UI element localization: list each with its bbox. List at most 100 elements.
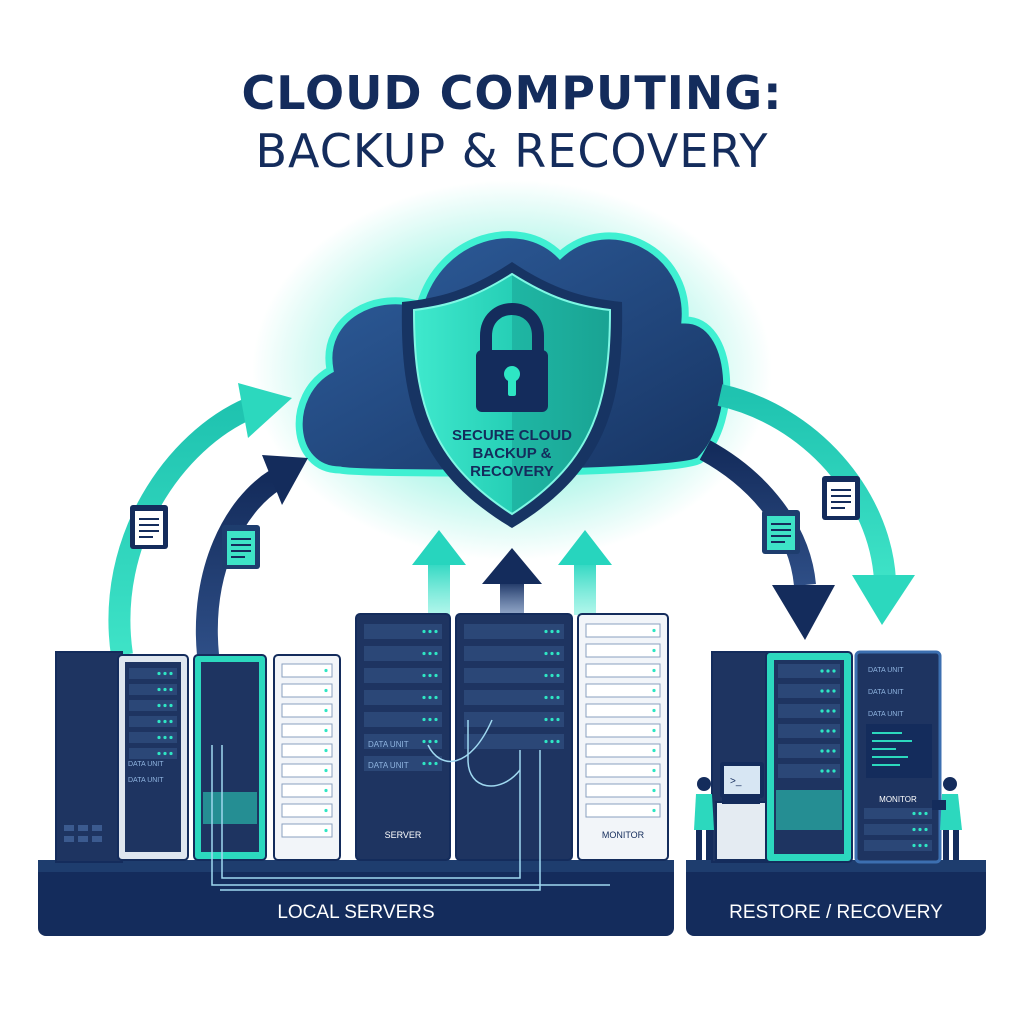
status-led [422,629,426,634]
status-led [652,668,656,673]
rack-unit [864,824,932,835]
shield-label-line-3: RECOVERY [470,463,554,480]
status-led [163,735,167,740]
rack-unit [778,684,840,698]
status-led [918,843,922,848]
status-led [912,811,916,816]
rack-unit [464,734,564,749]
rack-unit [585,683,661,698]
status-led [324,788,328,793]
status-led [544,695,548,700]
rack-unit [464,668,564,683]
status-led [652,628,656,633]
rack-unit [129,700,177,711]
status-led [820,749,824,753]
status-led [157,671,161,676]
status-led [826,729,830,733]
rack-unit [129,684,177,695]
rack-unit [364,690,442,705]
restore-platform [686,860,986,936]
status-led [544,673,548,678]
status-led [550,739,554,744]
rack-unit [364,756,442,771]
local-servers-group: LOCAL SERVERS DATA UNIT DATA UNIT [38,613,674,936]
status-led [324,708,328,713]
person-icon [694,777,714,860]
status-led [422,739,426,744]
status-led [434,673,438,678]
status-led [832,689,836,693]
status-led [820,689,824,693]
rack-unit [464,690,564,705]
status-led [157,751,161,756]
status-led [169,751,173,756]
status-led [544,629,548,634]
rack-label: DATA UNIT [368,740,409,749]
padlock-icon [476,303,548,412]
rack-label: DATA UNIT [868,711,904,718]
status-led [826,709,830,713]
status-led [826,689,830,693]
rack-unit [778,724,840,738]
restore-arc-outer [717,384,896,581]
monitor-label: MONITOR [879,795,917,804]
status-led [550,695,554,700]
server-rack [55,651,123,863]
rack-unit [281,803,333,818]
status-led [550,673,554,678]
server-rack [193,654,267,861]
upload-arrow-left [412,530,466,615]
restore-label: RESTORE / RECOVERY [729,902,943,923]
status-led [169,703,173,708]
status-led [169,671,173,676]
rack-unit [364,734,442,749]
restore-arrowhead-outer [852,575,915,625]
status-led [324,828,328,833]
status-led [428,695,432,700]
status-led [652,728,656,733]
status-led [169,687,173,692]
status-led [820,769,824,773]
rack-unit [281,723,333,738]
server-rack: MONITOR [577,613,669,861]
status-led [556,629,560,634]
status-led [550,629,554,634]
status-led [832,769,836,773]
status-led [324,728,328,733]
rack-unit [585,703,661,718]
backup-arrowhead-outer [238,383,292,438]
status-led [157,735,161,740]
status-led [544,717,548,722]
status-led [652,708,656,713]
status-led [428,673,432,678]
status-led [544,651,548,656]
status-led [163,687,167,692]
status-led [652,648,656,653]
status-led [434,695,438,700]
restore-group: RESTORE / RECOVERY DATA UNIT DATA UNIT D… [686,650,986,936]
shield-label-line-2: BACKUP & [473,445,552,462]
status-led [169,735,173,740]
rack-unit [585,743,661,758]
status-led [556,717,560,722]
rack-unit [364,712,442,727]
upload-arrow-center [482,548,542,615]
status-led [918,827,922,832]
status-led [169,719,173,724]
status-led [826,669,830,673]
status-led [428,717,432,722]
rack-unit [129,668,177,679]
rack-unit [464,624,564,639]
status-led [652,808,656,813]
rack-unit [281,823,333,838]
status-led [556,739,560,744]
rack-label: DATA UNIT [128,761,164,768]
rack-unit [864,808,932,819]
status-led [556,651,560,656]
status-led [422,651,426,656]
rack-label: DATA UNIT [368,761,409,770]
restore-arc-inner [699,440,816,587]
rack-unit [864,840,932,851]
rack-unit [281,683,333,698]
